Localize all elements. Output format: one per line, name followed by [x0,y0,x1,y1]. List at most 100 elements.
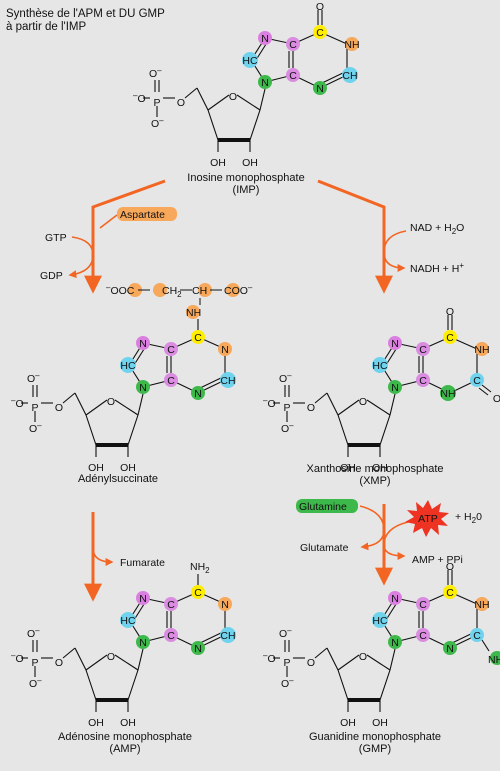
xmp-abbr: (XMP) [359,475,390,487]
phosphorus: P [31,402,38,414]
nitrogen-7-highlight [388,336,402,350]
nitrogen-3-highlight [313,81,327,95]
carbon-5: C [167,599,175,611]
carbon-5: C [419,599,427,611]
bond [127,669,139,701]
carbon-5: C [419,344,427,356]
nitrogen-3-highlight [191,386,205,400]
carbon-4-highlight [416,373,430,387]
carbon-5: C [289,39,297,51]
carbon-4-highlight [416,628,430,642]
nitrogen-7: N [139,593,147,605]
carbon-4: C [289,70,297,82]
glutamine-label: Glutamine [299,501,347,513]
carbon-8-highlight [372,612,388,628]
oxygen-6: O [446,561,454,573]
phosphate-oxygen-top: O– [279,626,292,640]
ester-oxygen: O [307,657,315,669]
nitrogen-3: N [446,643,454,655]
hydroxyl-3: OH [340,462,356,474]
carbon-8-highlight [372,357,388,373]
phosphate-oxygen-top: O– [27,626,40,640]
ester-oxygen: O [307,402,315,414]
phosphorus: P [153,97,160,109]
ester-oxygen: O [177,97,185,109]
carbon-4: C [167,375,175,387]
bond [74,647,87,671]
bond [137,393,144,416]
amp-name: Adénosine monophosphate [58,731,192,743]
bond [314,392,328,404]
succinyl-ch: CH [192,285,207,297]
bond [74,392,87,416]
bond [114,399,139,416]
nitrogen-1: N [221,599,229,611]
succinyl-c3-highlight [198,283,212,297]
bond [236,94,261,111]
carbon-6-highlight [443,330,457,344]
phosphate-oxygen-bottom: O– [281,676,294,690]
amp-ppi-label: AMP + PPi [412,554,463,566]
bond [314,647,328,659]
hydroxyl-3: OH [88,462,104,474]
bond [196,87,209,111]
nitrogen-1: NH [474,344,489,356]
bond [184,87,198,99]
nitrogen-3: N [194,388,202,400]
oxygen-6: O [446,306,454,318]
carbon-8: HC [372,360,388,372]
oxygen-2: O [493,393,500,405]
succinyl-nh: NH [186,307,201,319]
aspartate-highlight [117,207,177,221]
amine-nh2: NH2 [190,561,210,575]
nitrogen-9-highlight [388,380,402,394]
succinyl-coo: COO– [224,283,253,297]
carbon-6: C [316,27,324,39]
carbon-2-highlight [220,372,236,388]
atp-label: ATP [418,513,438,525]
h2o-label: + H20 [455,511,482,525]
phosphorus: P [283,657,290,669]
bond [481,384,492,393]
bond [379,669,391,701]
bond [389,648,396,671]
carbon-8-highlight [120,357,136,373]
glutamine-glutamate-arrow [359,505,385,551]
nitrogen-1: NH [344,39,359,51]
phosphate-oxygen-top: O– [27,371,40,385]
carbon-5-highlight [416,597,430,611]
double-bond [478,387,489,396]
carbon-2: CH [220,630,235,642]
nitrogen-7-highlight [388,591,402,605]
carbon-2: C [473,375,481,387]
nitrogen-7: N [139,338,147,350]
bond [85,414,97,446]
nad-nadh-arrow [383,230,407,272]
ribose-oxygen: O [229,91,237,103]
succinyl-c4-highlight [226,283,240,297]
phosphate-oxygen-bottom: O– [151,116,164,130]
imp-name: Inosine monophosphate [187,172,304,184]
nadh-label: NADH + H+ [410,261,464,275]
phosphorus: P [31,657,38,669]
phosphate-oxygen-left: –O [11,651,24,665]
carbon-8: HC [120,360,136,372]
carbon-6: C [446,332,454,344]
hydroxyl-2: OH [120,462,136,474]
carbon-2: CH [220,375,235,387]
carbon-6: C [194,587,202,599]
nitrogen-3-highlight [443,641,457,655]
hydroxyl-2: OH [120,717,136,729]
nitrogen-9: N [139,382,147,394]
succinyl-c1-highlight [128,283,142,297]
bond [481,639,490,652]
ribose-oxygen: O [107,396,115,408]
carbon-4: C [419,375,427,387]
nitrogen-7: N [391,593,399,605]
succinyl-c2-highlight [153,283,167,297]
glutamate-label: Glutamate [300,542,349,554]
carbon-2-highlight [342,67,358,83]
